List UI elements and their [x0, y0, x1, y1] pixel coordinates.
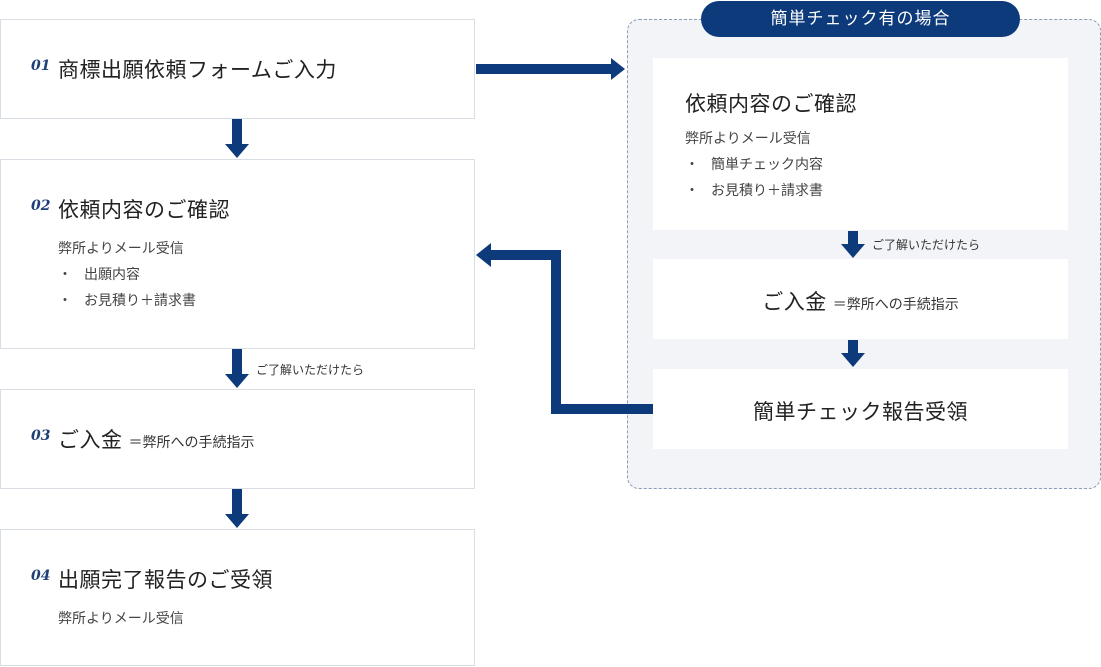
panel-confirm-title: 依頼内容のご確認	[685, 92, 857, 116]
panel-confirm-line: 弊所よりメール受信	[685, 131, 811, 147]
panel-confirm-body: 弊所よりメール受信 ・簡単チェック内容 ・お見積り＋請求書	[685, 126, 823, 204]
list-item-text: お見積り＋請求書	[84, 293, 196, 309]
step-title-text: ご入金	[58, 428, 123, 452]
arrow-panel-confirm-to-payment	[841, 231, 865, 258]
bullet-mark: ・	[58, 267, 72, 283]
list-item: ・お見積り＋請求書	[58, 288, 196, 314]
step-body-line: 弊所よりメール受信	[58, 611, 184, 627]
step-title: 商標出願依頼フォームご入力	[58, 58, 337, 82]
step-subtitle: ＝弊所への手続指示	[128, 435, 255, 451]
step-title: 出願完了報告のご受領	[58, 568, 273, 592]
list-item-text: 簡単チェック内容	[711, 157, 823, 173]
step-number: 03	[31, 428, 51, 444]
panel-note: ご了解いただけたら	[872, 238, 981, 252]
step-body-line: 弊所よりメール受信	[58, 241, 184, 257]
step-04-box: 04 出願完了報告のご受領 弊所よりメール受信	[0, 529, 475, 666]
arrow-01-to-02	[225, 119, 249, 158]
panel-report-box: 簡単チェック報告受領	[653, 369, 1068, 449]
panel-payment-box: ご入金 ＝弊所への手続指示	[653, 259, 1068, 339]
step-01-box: 01 商標出願依頼フォームご入力	[0, 19, 475, 119]
list-item: ・お見積り＋請求書	[685, 178, 823, 204]
bullet-mark: ・	[58, 293, 72, 309]
panel-label: 簡単チェック有の場合	[701, 1, 1020, 37]
list-item: ・簡単チェック内容	[685, 152, 823, 178]
panel-report-title: 簡単チェック報告受領	[753, 400, 968, 424]
step-03-box: 03 ご入金 ＝弊所への手続指示	[0, 389, 475, 489]
panel-payment-subtitle: ＝弊所への手続指示	[832, 297, 959, 313]
step-body: 弊所よりメール受信	[58, 606, 184, 632]
arrow-report-to-02	[476, 243, 653, 414]
list-item-text: 出願内容	[84, 267, 140, 283]
bullet-mark: ・	[685, 157, 699, 173]
step-number: 01	[31, 58, 51, 74]
panel-confirm-box: 依頼内容のご確認 弊所よりメール受信 ・簡単チェック内容 ・お見積り＋請求書	[653, 58, 1068, 230]
note-after-02: ご了解いただけたら	[256, 363, 365, 377]
list-item-text: お見積り＋請求書	[711, 183, 823, 199]
list-item: ・出願内容	[58, 262, 196, 288]
step-title: ご入金 ＝弊所への手続指示	[58, 424, 255, 454]
step-number: 04	[31, 568, 51, 584]
step-title: 依頼内容のご確認	[58, 198, 230, 222]
step-02-box: 02 依頼内容のご確認 弊所よりメール受信 ・出願内容 ・お見積り＋請求書	[0, 159, 475, 349]
panel-payment-title-text: ご入金	[762, 290, 827, 314]
bullet-mark: ・	[685, 183, 699, 199]
arrow-02-to-03	[225, 349, 249, 388]
arrow-01-to-panel	[476, 58, 625, 80]
step-body: 弊所よりメール受信 ・出願内容 ・お見積り＋請求書	[58, 236, 196, 314]
arrow-03-to-04	[225, 489, 249, 528]
step-number: 02	[31, 198, 51, 214]
arrow-panel-payment-to-report	[841, 340, 865, 367]
panel-payment-title: ご入金 ＝弊所への手続指示	[653, 286, 1068, 316]
